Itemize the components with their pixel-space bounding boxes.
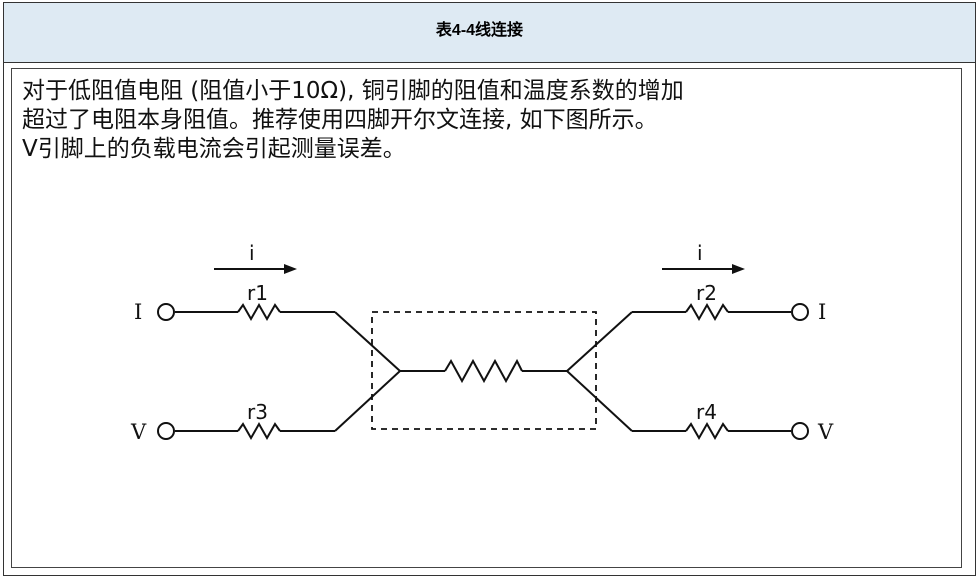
- resistor-r3: [237, 421, 281, 441]
- terminal-i-left-label: I: [134, 300, 142, 324]
- current-label-right: i: [697, 241, 703, 265]
- terminal-v-right-label: V: [817, 420, 834, 444]
- resistor-r2: [685, 302, 729, 322]
- description-text: 对于低阻值电阻 (阻值小于10Ω), 铜引脚的阻值和温度系数的增加 超过了电阻本…: [22, 77, 952, 164]
- r2-label: r2: [696, 281, 717, 305]
- wire-r3-to-junction: [334, 370, 401, 432]
- resistor-r4: [685, 421, 729, 441]
- r4-label: r4: [696, 400, 717, 424]
- dut-dashed-box: [371, 311, 597, 430]
- current-arrowhead-left-icon: [284, 264, 297, 274]
- table-title: 表4-4线连接: [435, 22, 524, 39]
- table-frame: 表4-4线连接: [3, 2, 976, 576]
- r1-label: r1: [247, 281, 268, 305]
- resistor-center: [444, 358, 523, 384]
- terminal-i-left-circle: [157, 303, 175, 321]
- terminal-v-left-circle: [157, 422, 175, 440]
- terminal-v-left-label: V: [130, 420, 147, 444]
- wire-junction-to-r4: [566, 370, 633, 432]
- current-label-left: i: [249, 241, 255, 265]
- resistor-r1: [237, 302, 281, 322]
- terminal-v-right-circle: [791, 422, 809, 440]
- current-arrowhead-right-icon: [732, 264, 745, 274]
- description-line-1: 对于低阻值电阻 (阻值小于10Ω), 铜引脚的阻值和温度系数的增加: [22, 78, 684, 104]
- wire-r1-to-junction: [334, 311, 401, 372]
- description-line-2: 超过了电阻本身阻值。推荐使用四脚开尔文连接, 如下图所示。: [22, 107, 658, 133]
- r3-label: r3: [247, 400, 268, 424]
- table-header: 表4-4线连接: [4, 3, 975, 63]
- description-line-3: V引脚上的负载电流会引起测量误差。: [22, 136, 406, 162]
- terminal-i-right-label: I: [818, 300, 826, 324]
- content-cell: 对于低阻值电阻 (阻值小于10Ω), 铜引脚的阻值和温度系数的增加 超过了电阻本…: [11, 68, 962, 568]
- terminal-i-right-circle: [791, 303, 809, 321]
- wire-junction-to-r2: [566, 311, 633, 372]
